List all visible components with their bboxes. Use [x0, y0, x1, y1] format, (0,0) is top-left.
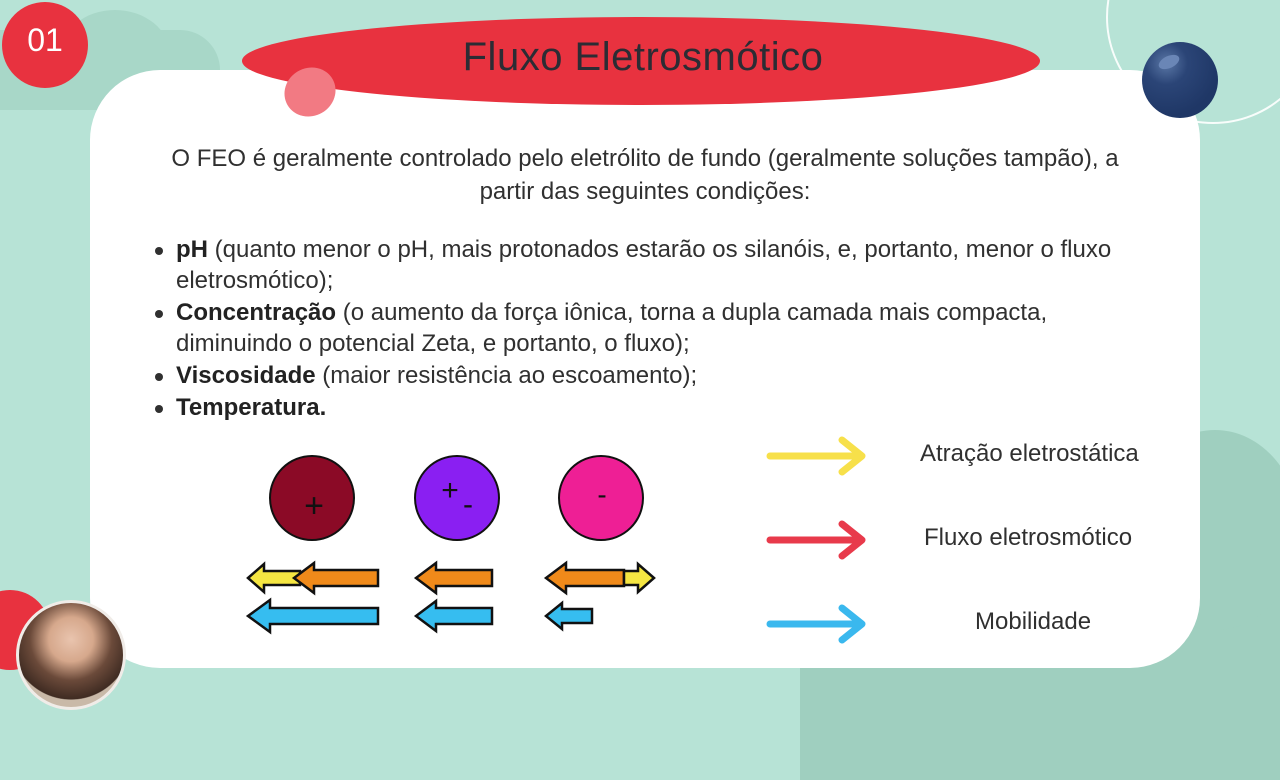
eof-arrow	[291, 560, 380, 596]
slide-number: 01	[27, 21, 63, 58]
mobility-arrow	[413, 598, 494, 634]
neutral-charge-plus: +	[441, 474, 459, 507]
bullet-term: Temperatura.	[176, 394, 327, 421]
red-arrow-icon	[766, 520, 866, 560]
list-item: Concentração (o aumento da força iônica,…	[152, 297, 1162, 359]
mobility-arrow	[544, 600, 594, 632]
list-item: Viscosidade (maior resistência ao escoam…	[152, 360, 1162, 391]
eof-arrow	[543, 560, 626, 596]
anion-circle	[558, 455, 644, 541]
list-item: pH (quanto menor o pH, mais protonados e…	[152, 234, 1162, 296]
slide-title: Fluxo Eletrosmótico	[462, 34, 824, 79]
bullet-term: pH	[176, 236, 208, 263]
mobility-arrow	[245, 597, 380, 635]
slide-number-badge: 01	[2, 2, 88, 88]
bullet-text: (quanto menor o pH, mais protonados esta…	[176, 236, 1112, 294]
bullet-term: Viscosidade	[176, 362, 316, 389]
legend-label: Fluxo eletrosmótico	[924, 524, 1133, 551]
eof-arrow	[413, 560, 494, 596]
legend-mobility: Mobilidade	[766, 604, 1186, 644]
list-item: Temperatura.	[152, 392, 1162, 423]
neutral-charge-minus: -	[463, 488, 473, 521]
electroosmosis-diagram: + + - -	[245, 455, 656, 635]
anion-charge: -	[597, 479, 606, 510]
neutral-particle: + -	[414, 455, 500, 541]
cation-circle	[269, 455, 355, 541]
cation-charge: +	[304, 487, 324, 525]
presenter-webcam	[16, 600, 126, 710]
bullet-term: Concentração	[176, 299, 337, 326]
content-card	[90, 70, 1200, 668]
neutral-circle	[414, 455, 500, 541]
blue-arrow-icon	[766, 604, 866, 644]
decorative-ball	[1142, 42, 1218, 118]
legend-eof: Fluxo eletrosmótico	[766, 520, 1186, 560]
legend-label: Atração eletrostática	[920, 440, 1139, 467]
conditions-list: pH (quanto menor o pH, mais protonados e…	[152, 234, 1162, 424]
yellow-arrow-icon	[766, 436, 866, 476]
intro-text: O FEO é geralmente controlado pelo eletr…	[171, 145, 1119, 205]
cation-particle: +	[269, 455, 355, 541]
bullet-text: (maior resistência ao escoamento);	[315, 362, 698, 389]
anion-particle: -	[558, 455, 644, 541]
title-banner: Fluxo Eletrosmótico	[242, 17, 1040, 105]
bullet-text: (o aumento da força iônica, torna a dupl…	[176, 299, 1048, 357]
legend-attraction: Atração eletrostática	[766, 436, 1186, 476]
attraction-arrow-right	[622, 561, 656, 595]
legend-label: Mobilidade	[975, 608, 1092, 635]
